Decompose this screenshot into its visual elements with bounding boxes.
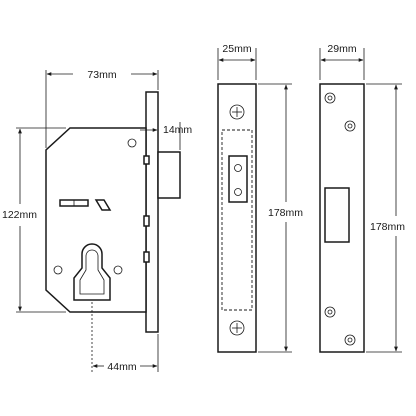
bolt-hole-top — [234, 164, 242, 172]
lever-tab — [94, 199, 112, 211]
dim-lock-width: 73mm — [45, 69, 159, 148]
faceplate-view — [217, 83, 257, 353]
case-screw-hole-left — [53, 265, 63, 275]
faceplate-screw-top — [229, 104, 245, 120]
dim-label-faceplate-height: 178mm — [268, 207, 303, 219]
bolt-hole-bottom — [234, 188, 242, 196]
dim-case-height: 122mm — [2, 127, 66, 313]
case-screw-hole-top — [127, 138, 137, 148]
strike-hole-3 — [324, 306, 336, 318]
lock-forend-plate — [145, 91, 159, 333]
strike-hole-1 — [324, 92, 336, 104]
dim-label-backset: 44mm — [107, 361, 136, 373]
dim-label-faceplate-width: 25mm — [222, 43, 251, 55]
strike-hole-1-inner — [327, 95, 333, 101]
dim-throw: 14mm — [140, 122, 192, 150]
lock-case — [45, 127, 147, 313]
euro-cylinder-cutout — [73, 243, 111, 301]
dim-backset: 44mm — [91, 302, 159, 373]
dim-strike-width: 29mm — [319, 43, 365, 80]
dim-faceplate-height: 178mm — [258, 83, 303, 353]
lock-body-view — [45, 91, 181, 333]
forend-tab-low — [143, 251, 150, 263]
dim-label-strike-width: 29mm — [327, 43, 356, 55]
dim-strike-height: 178mm — [366, 83, 405, 353]
case-screw-hole-right — [113, 265, 123, 275]
strike-bolt-opening — [324, 187, 350, 243]
dim-label-case-height: 122mm — [2, 209, 37, 221]
faceplate-bolt — [228, 155, 248, 203]
dim-label-strike-height: 178mm — [370, 221, 405, 233]
strike-hole-2-inner — [347, 123, 353, 129]
euro-cylinder-inner — [79, 249, 105, 295]
forend-tab-top — [143, 155, 150, 165]
faceplate-screw-bottom — [229, 320, 245, 336]
strike-hole-4 — [344, 334, 356, 346]
dim-label-throw: 14mm — [163, 124, 192, 136]
forend-tab-mid — [143, 215, 150, 227]
dim-faceplate-width: 25mm — [217, 43, 257, 80]
lock-bolt — [157, 151, 181, 199]
faceplate-hidden-case — [221, 129, 253, 311]
strike-hole-2 — [344, 120, 356, 132]
faceplate — [217, 83, 257, 353]
dim-label-lock-width: 73mm — [87, 69, 116, 81]
strike-plate-view — [319, 83, 365, 353]
strike-hole-4-inner — [347, 337, 353, 343]
strike-hole-3-inner — [327, 309, 333, 315]
